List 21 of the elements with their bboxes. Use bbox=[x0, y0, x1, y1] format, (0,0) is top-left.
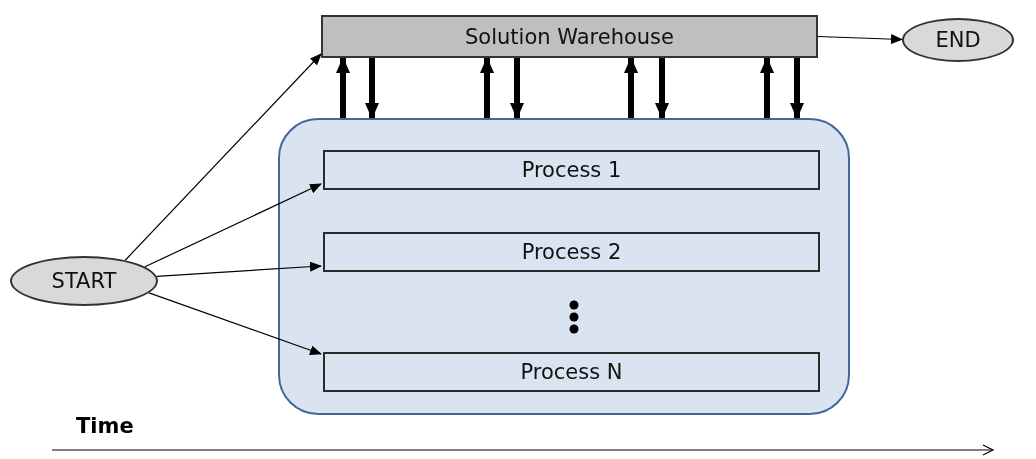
arrow bbox=[148, 292, 322, 356]
process-box: Process 2 bbox=[323, 232, 820, 272]
thick-arrow bbox=[624, 57, 638, 118]
process-group-panel bbox=[278, 118, 850, 415]
thick-arrow bbox=[365, 58, 379, 119]
arrow bbox=[144, 183, 322, 268]
process-box: Process N bbox=[323, 352, 820, 392]
process-box: Process 1 bbox=[323, 150, 820, 190]
thick-arrow bbox=[655, 58, 669, 119]
thick-arrow bbox=[510, 58, 524, 119]
arrow bbox=[124, 53, 322, 261]
axis-label: Time bbox=[76, 414, 134, 438]
arrow bbox=[156, 261, 322, 277]
storage-box: Solution Warehouse bbox=[321, 15, 818, 58]
terminal-ellipse: END bbox=[902, 18, 1014, 62]
thick-arrow bbox=[760, 57, 774, 118]
thick-arrow bbox=[336, 57, 350, 118]
thick-arrow bbox=[790, 58, 804, 119]
terminal-ellipse: START bbox=[10, 256, 158, 306]
thick-arrow bbox=[480, 57, 494, 118]
arrow bbox=[817, 34, 903, 45]
